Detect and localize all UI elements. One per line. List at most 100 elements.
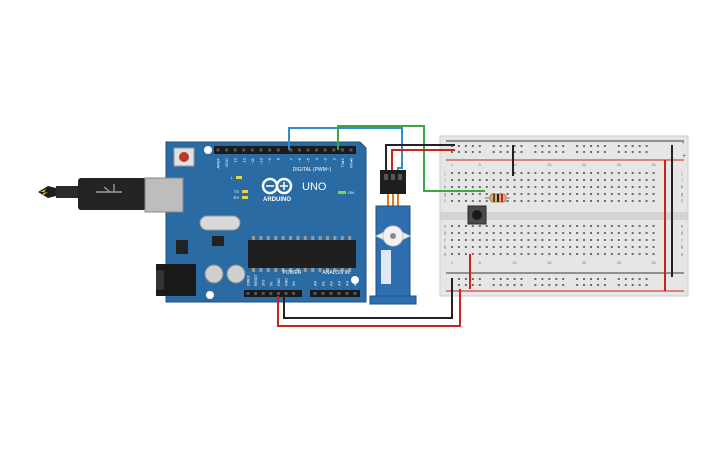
breadboard-hole[interactable]	[617, 179, 620, 181]
breadboard-hole[interactable]	[513, 246, 516, 248]
rail-hole[interactable]	[471, 278, 474, 280]
rail-hole[interactable]	[492, 278, 495, 280]
breadboard-hole[interactable]	[583, 179, 586, 181]
rail-hole[interactable]	[624, 145, 627, 147]
breadboard-hole[interactable]	[457, 232, 460, 234]
rail-hole[interactable]	[576, 278, 579, 280]
rail-hole[interactable]	[555, 284, 558, 286]
digital-pin-hole[interactable]	[297, 148, 301, 152]
breadboard-hole[interactable]	[576, 232, 579, 234]
breadboard-hole[interactable]	[534, 253, 537, 255]
breadboard-hole[interactable]	[652, 179, 655, 181]
breadboard-hole[interactable]	[583, 253, 586, 255]
breadboard-hole[interactable]	[457, 253, 460, 255]
breadboard-hole[interactable]	[638, 200, 641, 202]
breadboard-hole[interactable]	[569, 200, 572, 202]
rail-hole[interactable]	[457, 145, 460, 147]
power-pin-hole[interactable]	[246, 292, 250, 295]
rail-hole[interactable]	[513, 278, 516, 280]
breadboard-hole[interactable]	[513, 253, 516, 255]
breadboard-hole[interactable]	[652, 200, 655, 202]
breadboard-hole[interactable]	[638, 225, 641, 227]
breadboard-hole[interactable]	[513, 200, 516, 202]
rail-hole[interactable]	[583, 284, 586, 286]
breadboard-hole[interactable]	[562, 186, 565, 188]
breadboard-hole[interactable]	[478, 179, 481, 181]
breadboard-hole[interactable]	[506, 253, 509, 255]
breadboard-hole[interactable]	[499, 186, 502, 188]
breadboard-hole[interactable]	[464, 200, 467, 202]
breadboard-hole[interactable]	[541, 246, 544, 248]
breadboard-hole[interactable]	[492, 186, 495, 188]
breadboard-hole[interactable]	[562, 239, 565, 241]
wire-blue-servo-signal[interactable]	[288, 127, 403, 176]
breadboard-hole[interactable]	[590, 179, 592, 181]
breadboard-hole[interactable]	[631, 239, 634, 241]
rail-hole[interactable]	[499, 278, 502, 280]
rail-hole[interactable]	[590, 151, 592, 153]
breadboard-hole[interactable]	[548, 172, 551, 174]
rail-hole[interactable]	[534, 145, 537, 147]
breadboard-hole[interactable]	[451, 253, 453, 255]
rail-hole[interactable]	[471, 145, 474, 147]
breadboard-hole[interactable]	[492, 232, 495, 234]
breadboard-hole[interactable]	[506, 225, 509, 227]
rail-hole[interactable]	[617, 145, 620, 147]
breadboard-hole[interactable]	[485, 253, 488, 255]
breadboard-hole[interactable]	[631, 186, 634, 188]
breadboard-hole[interactable]	[478, 232, 481, 234]
breadboard-hole[interactable]	[624, 172, 627, 174]
breadboard-hole[interactable]	[610, 172, 613, 174]
rail-hole[interactable]	[492, 151, 495, 153]
breadboard-hole[interactable]	[576, 253, 579, 255]
breadboard-hole[interactable]	[485, 179, 488, 181]
breadboard-hole[interactable]	[548, 200, 551, 202]
breadboard-hole[interactable]	[645, 186, 648, 188]
breadboard-hole[interactable]	[617, 200, 620, 202]
breadboard-hole[interactable]	[478, 193, 481, 195]
rail-hole[interactable]	[562, 278, 565, 280]
power-pin-hole[interactable]	[261, 292, 265, 295]
breadboard-hole[interactable]	[610, 200, 613, 202]
breadboard-hole[interactable]	[603, 179, 606, 181]
breadboard-hole[interactable]	[527, 200, 530, 202]
analog-pin-hole[interactable]	[345, 292, 349, 295]
breadboard-hole[interactable]	[457, 200, 460, 202]
breadboard-hole[interactable]	[624, 200, 627, 202]
breadboard-hole[interactable]	[457, 186, 460, 188]
breadboard-hole[interactable]	[464, 253, 467, 255]
breadboard-hole[interactable]	[527, 253, 530, 255]
rail-hole[interactable]	[513, 284, 516, 286]
rail-hole[interactable]	[624, 151, 627, 153]
breadboard-hole[interactable]	[652, 193, 655, 195]
breadboard-hole[interactable]	[583, 232, 586, 234]
rail-hole[interactable]	[555, 278, 558, 280]
breadboard-hole[interactable]	[485, 246, 488, 248]
breadboard-hole[interactable]	[610, 225, 613, 227]
breadboard-hole[interactable]	[534, 200, 537, 202]
breadboard-hole[interactable]	[590, 193, 592, 195]
breadboard-hole[interactable]	[610, 186, 613, 188]
rail-hole[interactable]	[457, 284, 460, 286]
rail-hole[interactable]	[534, 278, 537, 280]
breadboard-hole[interactable]	[513, 193, 516, 195]
breadboard-hole[interactable]	[590, 225, 592, 227]
digital-pin-hole[interactable]	[323, 148, 327, 152]
breadboard-hole[interactable]	[541, 200, 544, 202]
breadboard-hole[interactable]	[576, 200, 579, 202]
breadboard-hole[interactable]	[596, 253, 599, 255]
breadboard-hole[interactable]	[569, 225, 572, 227]
breadboard-hole[interactable]	[534, 246, 537, 248]
breadboard-hole[interactable]	[506, 239, 509, 241]
breadboard-hole[interactable]	[451, 246, 453, 248]
breadboard-hole[interactable]	[603, 232, 606, 234]
breadboard-hole[interactable]	[583, 186, 586, 188]
breadboard-hole[interactable]	[506, 186, 509, 188]
rail-hole[interactable]	[499, 151, 502, 153]
breadboard-hole[interactable]	[645, 179, 648, 181]
breadboard-hole[interactable]	[569, 179, 572, 181]
breadboard-hole[interactable]	[555, 172, 558, 174]
rail-hole[interactable]	[576, 284, 579, 286]
breadboard-hole[interactable]	[499, 179, 502, 181]
breadboard-hole[interactable]	[478, 200, 481, 202]
